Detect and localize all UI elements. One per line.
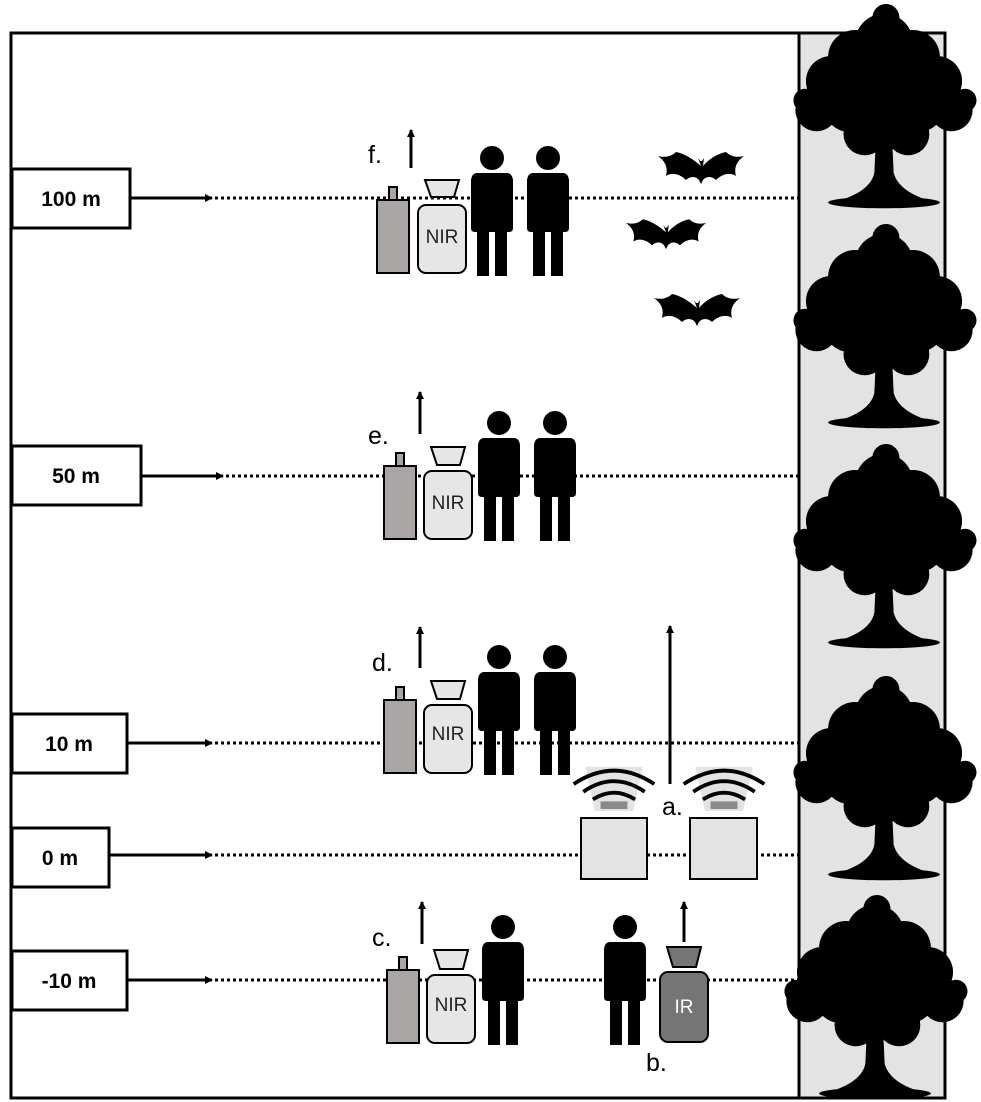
row-100m: 100 m f. NIR (10, 129, 799, 276)
nir-label: NIR (432, 724, 465, 745)
row-10m: 10 m d. NIR (10, 626, 799, 775)
distance-label: 0 m (42, 847, 78, 870)
battery-icon (383, 452, 417, 540)
station-letter: f. (368, 141, 382, 169)
distance-label: 100 m (41, 188, 101, 211)
distance-label: 50 m (52, 465, 100, 488)
row-neg10m: -10 m c. NIR IR b. (10, 901, 799, 1077)
battery-icon (386, 956, 420, 1044)
acoustic-detector-icon (574, 767, 655, 880)
battery-icon (383, 686, 417, 774)
distance-label: -10 m (42, 970, 97, 993)
nir-camera-icon: NIR (423, 446, 473, 540)
distance-label-box (10, 949, 129, 1012)
ir-label: IR (675, 997, 694, 1018)
nir-camera-icon: NIR (417, 179, 467, 274)
station-letter: a. (662, 793, 683, 821)
station-letter: b. (646, 1049, 667, 1077)
row-50m: 50 m e. NIR (10, 391, 799, 541)
nir-label: NIR (426, 227, 459, 248)
acoustic-detector-icon (684, 767, 765, 880)
distance-label-box (10, 826, 111, 889)
ir-camera-icon: IR (659, 946, 709, 1043)
station-letter: d. (372, 649, 393, 677)
row-0m: 0 m a. (10, 625, 799, 889)
distance-label-box (10, 167, 132, 230)
nir-camera-icon: NIR (423, 680, 473, 774)
nir-label: NIR (432, 493, 465, 514)
distance-label-box (10, 712, 129, 775)
battery-icon (376, 186, 410, 274)
nir-label: NIR (435, 995, 468, 1016)
distance-label: 10 m (45, 733, 93, 756)
station-letter: c. (372, 924, 391, 952)
station-letter: e. (368, 422, 389, 450)
distance-label-box (10, 444, 143, 507)
nir-camera-icon: NIR (426, 949, 476, 1044)
